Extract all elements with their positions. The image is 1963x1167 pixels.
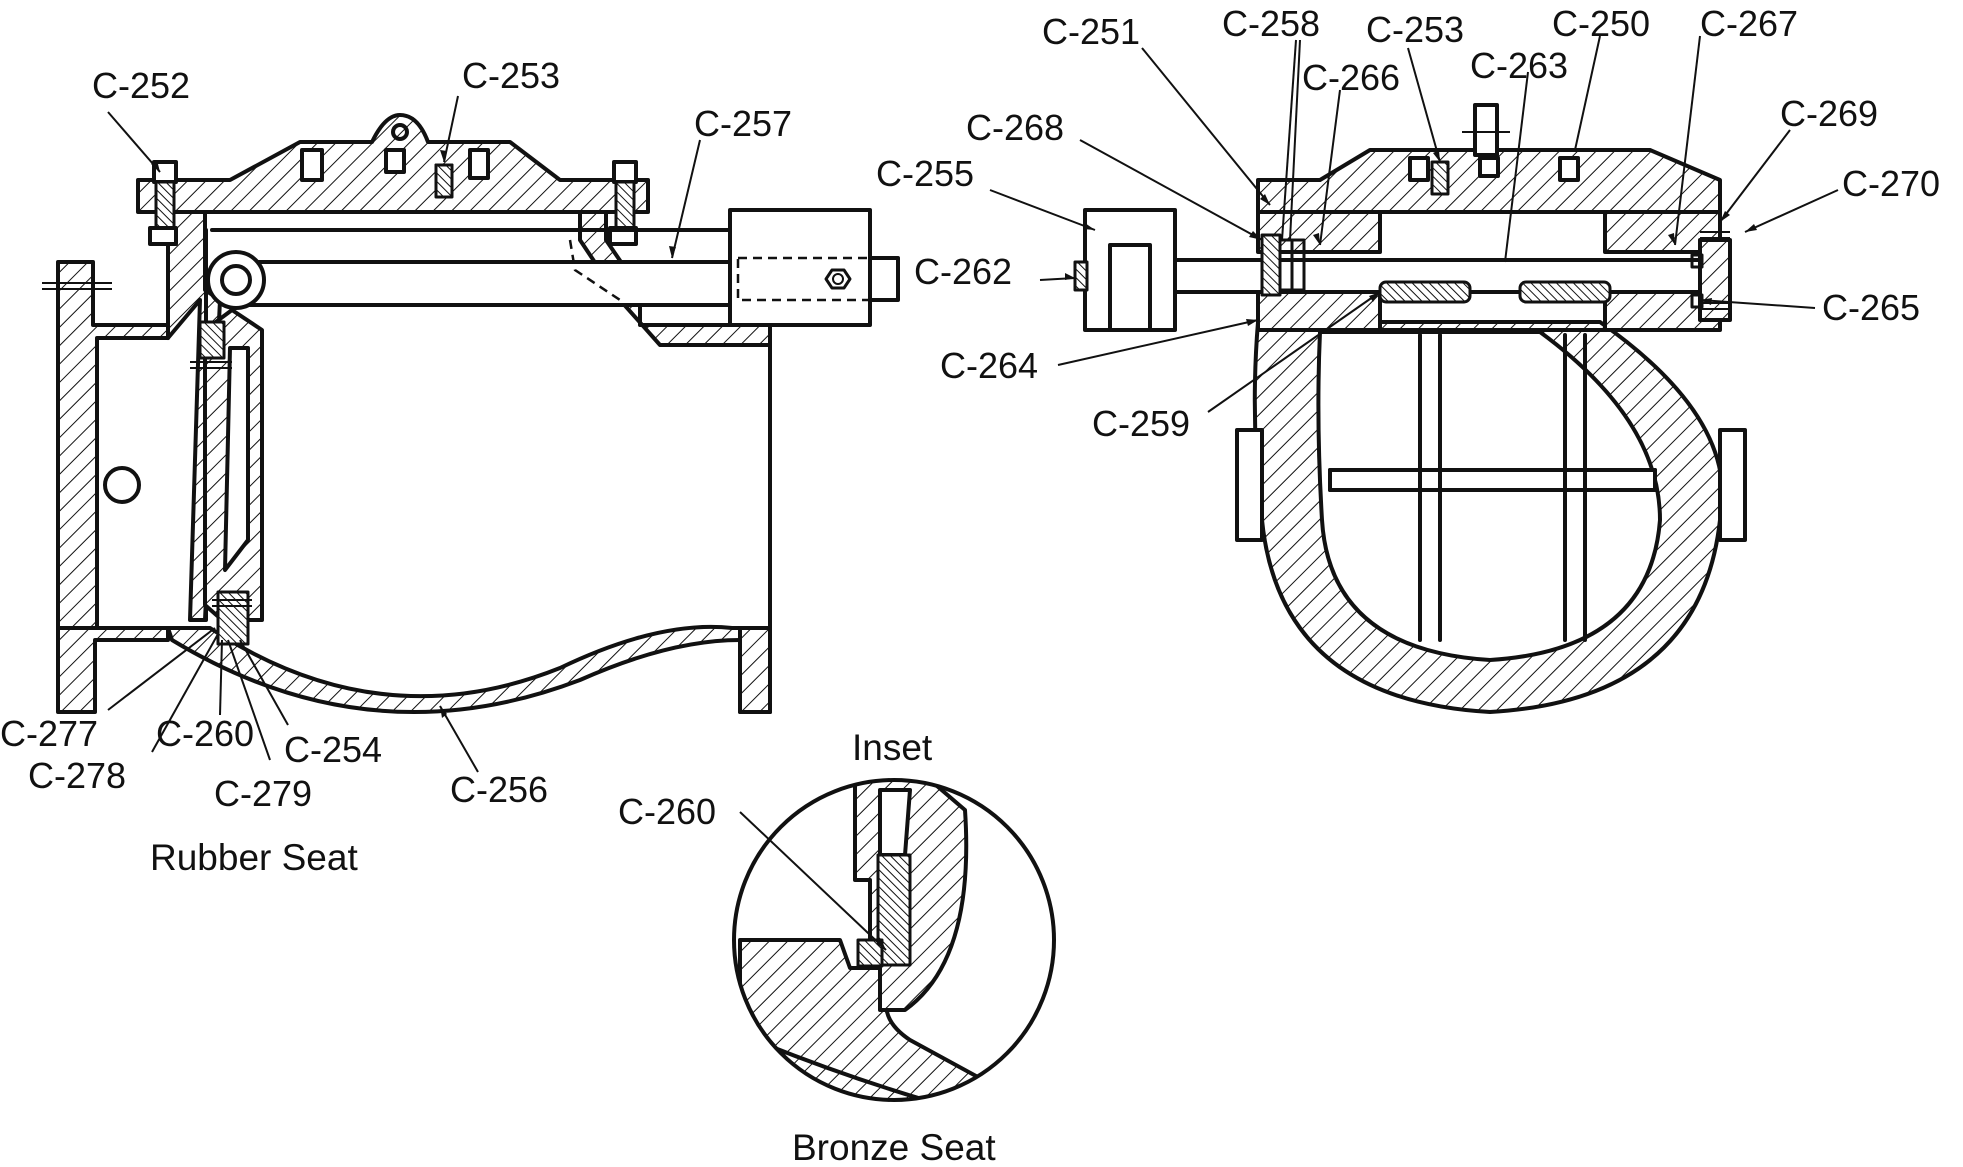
end-section-view — [1073, 103, 1747, 714]
bronze-seat-inset — [732, 778, 1056, 1102]
lifting-eye — [391, 123, 409, 141]
label-c268: C-268 — [966, 107, 1064, 148]
cover-screw — [434, 163, 454, 199]
end-cover-screw — [1430, 160, 1450, 196]
label-c269: C-269 — [1780, 93, 1878, 134]
inset-circle — [732, 778, 1056, 1102]
inlet-flange — [56, 260, 170, 714]
hinge-pin — [206, 250, 266, 310]
label-c262: C-262 — [914, 251, 1012, 292]
label-c264: C-264 — [940, 345, 1038, 386]
bearing-bushing-left — [1378, 280, 1472, 304]
rubber-seat-ring-top — [198, 320, 226, 360]
side-lug-left — [1235, 428, 1264, 542]
lever-arm — [1073, 208, 1177, 332]
label-c257: C-257 — [694, 103, 792, 144]
label-c256: C-256 — [450, 769, 548, 810]
captions: Rubber Seat Inset Bronze Seat — [150, 727, 996, 1167]
end-body-ring — [1252, 320, 1725, 714]
cover-lug-top — [1473, 103, 1499, 157]
packing-gland — [1260, 233, 1282, 297]
caption-inset: Inset — [852, 727, 933, 768]
label-c260-inset: C-260 — [618, 791, 716, 832]
label-c250: C-250 — [1552, 3, 1650, 44]
caption-bronze-seat: Bronze Seat — [792, 1127, 996, 1167]
label-c253-right: C-253 — [1366, 9, 1464, 50]
side-section-view — [42, 113, 900, 714]
body-port-circle — [103, 466, 141, 504]
label-c254: C-254 — [284, 729, 382, 770]
label-c277: C-277 — [0, 713, 98, 754]
disc-arm — [243, 260, 737, 307]
counterweight — [728, 208, 900, 327]
label-c259: C-259 — [1092, 403, 1190, 444]
bearing-bushing-right — [1518, 280, 1612, 304]
label-c258: C-258 — [1222, 3, 1320, 44]
outlet-flange — [738, 626, 772, 714]
label-c255: C-255 — [876, 153, 974, 194]
label-c265: C-265 — [1822, 287, 1920, 328]
leader-lines — [107, 35, 1839, 951]
label-c266: C-266 — [1302, 57, 1400, 98]
label-c267: C-267 — [1700, 3, 1798, 44]
cover-bolt-left — [148, 160, 178, 246]
label-c253-left: C-253 — [462, 55, 560, 96]
label-c279: C-279 — [214, 773, 312, 814]
label-c263: C-263 — [1470, 45, 1568, 86]
label-c278: C-278 — [28, 755, 126, 796]
label-c252: C-252 — [92, 65, 190, 106]
label-c270: C-270 — [1842, 163, 1940, 204]
label-c251: C-251 — [1042, 11, 1140, 52]
label-c260-left: C-260 — [156, 713, 254, 754]
side-lug-right — [1718, 428, 1747, 542]
caption-rubber-seat: Rubber Seat — [150, 837, 358, 878]
part-labels: C-252 C-253 C-257 C-277 C-278 C-260 C-27… — [0, 3, 1940, 832]
disc-grid — [1328, 333, 1657, 642]
